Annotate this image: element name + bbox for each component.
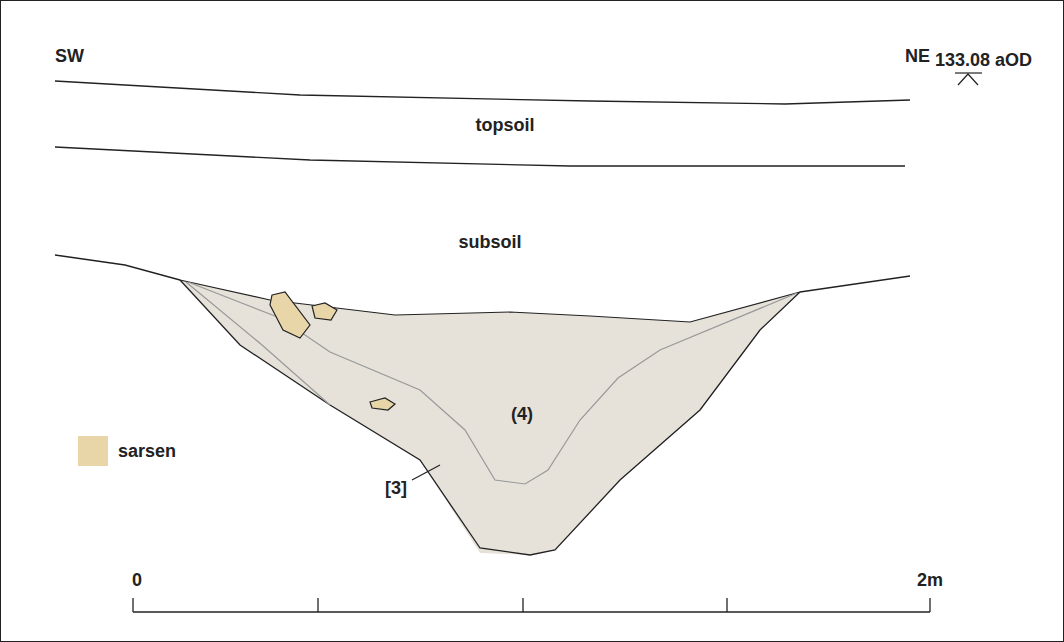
layer-name: topsoil [476,116,535,134]
layer-line [188,282,797,484]
scale-label: 0 [132,571,142,589]
legend-swatch [78,436,108,466]
leader-line [412,465,440,480]
legend-text: sarsen [118,442,176,460]
datum-symbol [958,74,978,85]
subsoil-base [800,276,910,292]
context-number: (4) [511,405,533,423]
orientation-label: NE [905,47,930,65]
cut-number: [3] [385,479,407,497]
sarsen-stone [270,292,310,338]
scale-ticks [133,598,930,612]
scale-bar [133,611,930,612]
sarsen-stone [312,303,337,320]
ditch-fill [180,280,800,555]
legend-entry: sarsen [78,436,176,466]
datum-level: 133.08 aOD [935,51,1032,69]
orientation-label: SW [55,47,84,65]
scale-label: 2m [917,571,943,589]
sarsen-stone [370,398,395,410]
subsoil-base [55,255,180,280]
cut-edge [180,280,800,555]
ground-surface [55,81,910,104]
datum-symbol [955,72,982,73]
layer-name: subsoil [458,233,521,251]
layer-line [186,282,330,405]
topsoil-base [55,147,905,166]
